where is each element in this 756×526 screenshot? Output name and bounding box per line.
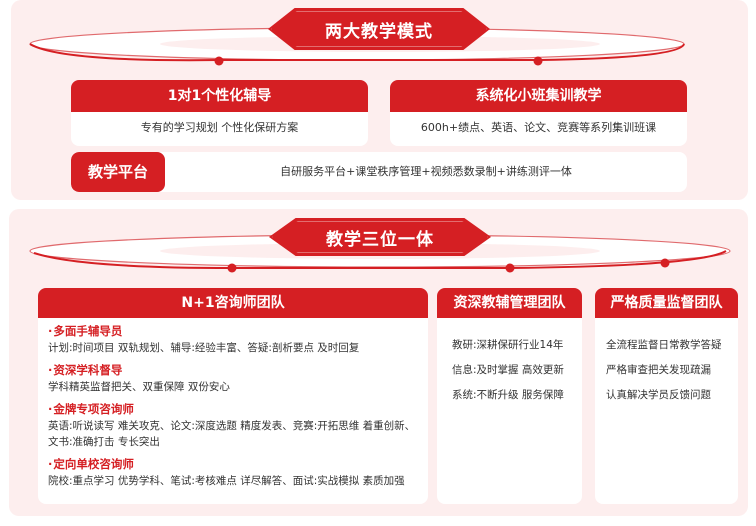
mode-card-small-class: 系统化小班集训教学 600h+绩点、英语、论文、竞赛等系列集训班课 <box>390 80 687 146</box>
mode-card-desc: 600h+绩点、英语、论文、竞赛等系列集训班课 <box>420 121 657 134</box>
role-desc: 院校:重点学习 优势学科、笔试:考核难点 详尽解答、面试:实战模拟 素质加强 <box>48 475 405 487</box>
team-card-title: 资深教辅管理团队 <box>437 288 582 318</box>
role-title: 多面手辅导员 <box>48 323 418 340</box>
mode-card-one-on-one: 1对1个性化辅导 专有的学习规划 个性化保研方案 <box>71 80 368 146</box>
role-title: 金牌专项咨询师 <box>48 401 418 418</box>
team-list-item: 严格审查把关发现疏漏 <box>606 364 711 376</box>
team-card-consultants: N+1咨询师团队 多面手辅导员 计划:时间项目 双轨规划、辅导:经验丰富、答疑:… <box>38 288 428 504</box>
team-card-admin: 资深教辅管理团队 教研:深耕保研行业14年 信息:及时掌握 高效更新 系统:不断… <box>437 288 582 504</box>
team-list-item: 认真解决学员反馈问题 <box>606 389 711 401</box>
team-card-title: 严格质量监督团队 <box>595 288 738 318</box>
role-title: 定向单校咨询师 <box>48 456 418 473</box>
platform-label: 教学平台 <box>71 152 165 192</box>
mode-card-title: 1对1个性化辅导 <box>71 80 368 112</box>
mode-card-desc: 专有的学习规划 个性化保研方案 <box>140 121 299 134</box>
section-banner-trinity: 教学三位一体 <box>269 218 491 256</box>
mode-card-title: 系统化小班集训教学 <box>390 80 687 112</box>
team-list-item: 教研:深耕保研行业14年 <box>452 339 564 351</box>
team-list-item: 信息:及时掌握 高效更新 <box>452 364 564 376</box>
teaching-platform-row: 教学平台 自研服务平台+课堂秩序管理+视频悉数录制+讲练测评一体 <box>71 152 687 192</box>
team-list-item: 全流程监督日常教学答疑 <box>606 339 722 351</box>
role-desc: 计划:时间项目 双轨规划、辅导:经验丰富、答疑:剖析要点 及时回复 <box>48 342 360 354</box>
role-item: 多面手辅导员 计划:时间项目 双轨规划、辅导:经验丰富、答疑:剖析要点 及时回复 <box>48 323 418 356</box>
role-item: 金牌专项咨询师 英语:听说读写 难关攻克、论文:深度选题 精度发表、竞赛:开拓思… <box>48 401 418 450</box>
role-desc: 英语:听说读写 难关攻克、论文:深度选题 精度发表、竞赛:开拓思维 着重创新、文… <box>48 420 416 448</box>
role-item: 资深学科督导 学科精英监督把关、双重保障 双份安心 <box>48 362 418 395</box>
team-card-quality: 严格质量监督团队 全流程监督日常教学答疑 严格审查把关发现疏漏 认真解决学员反馈… <box>595 288 738 504</box>
team-list-item: 系统:不断升级 服务保障 <box>452 389 564 401</box>
section-banner-teaching-modes: 两大教学模式 <box>268 8 490 50</box>
team-card-title: N+1咨询师团队 <box>38 288 428 318</box>
role-title: 资深学科督导 <box>48 362 418 379</box>
role-item: 定向单校咨询师 院校:重点学习 优势学科、笔试:考核难点 详尽解答、面试:实战模… <box>48 456 418 489</box>
platform-desc: 自研服务平台+课堂秩序管理+视频悉数录制+讲练测评一体 <box>280 165 572 178</box>
role-desc: 学科精英监督把关、双重保障 双份安心 <box>48 381 230 393</box>
